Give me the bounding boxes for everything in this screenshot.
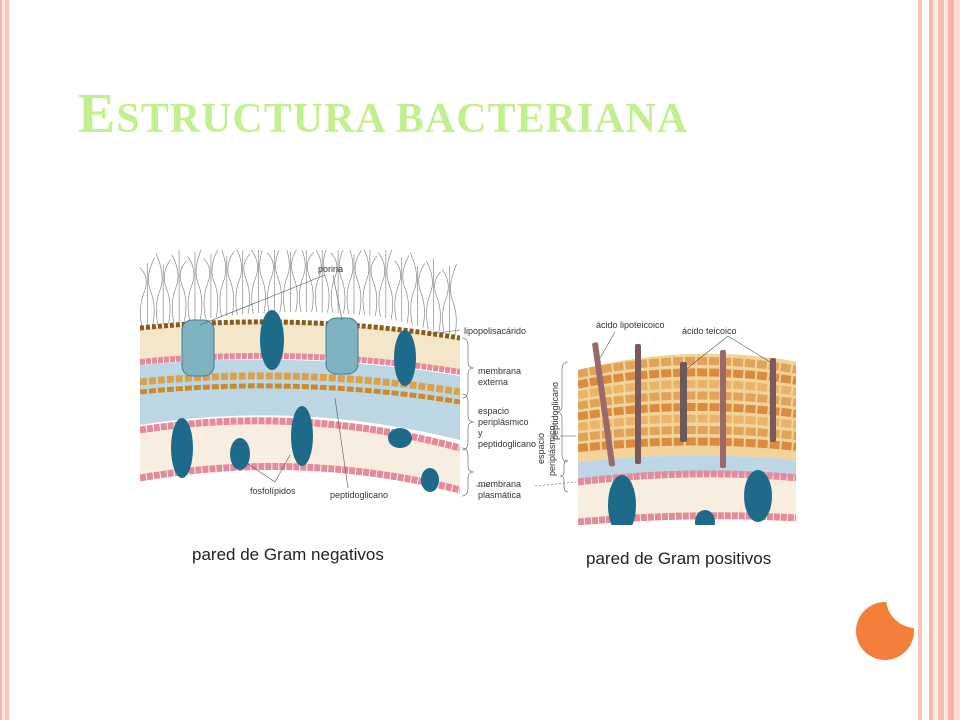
lps-chain [370,255,378,317]
membrane-protein [744,470,772,522]
cell-wall-diagram: porina lipopolisacárido membrana externa… [140,250,796,568]
lps-chain [148,257,155,327]
membrane-protein [388,428,412,448]
membrane-protein [421,468,439,492]
lps-chain [330,252,338,313]
plasma-membrane-heads-bottom [578,512,796,525]
outer-membrane-heads-bottom [140,352,460,375]
gram-negative-leaders [199,274,490,497]
gram-positive-diagram [578,342,796,525]
lps-chain [434,271,442,332]
teichoic-acid [680,362,687,442]
lps-chain [211,250,219,318]
lps-chain [227,251,235,316]
label-espacio-vertical-1: espacio [536,433,546,464]
lps-chain [259,250,266,314]
label-membrana-externa-1: membrana [478,366,521,376]
lps-chain [450,263,458,337]
slide-title-rest: structura bacteriana [116,96,689,142]
lps-chain [402,255,410,324]
lps-chain [243,253,251,315]
lps-chain [275,250,282,313]
label-lipopolisacarido: lipopolisacárido [464,326,526,336]
lps-chain [386,250,394,320]
lps-chain [179,260,187,322]
lps-chain [314,250,322,313]
lps-chain [394,260,401,321]
lps-chain [291,250,298,313]
caption-gram-positive: pared de Gram positivos [586,549,771,568]
membrane-protein [291,406,313,466]
label-peptidoglicano: peptidoglicano [330,490,388,500]
slide-frame-left [0,0,9,720]
label-espacio-1: espacio [478,406,509,416]
lps-chain [354,250,362,315]
label-espacio-vertical-2: periplásmico [547,425,557,476]
teichoic-acid [770,358,776,442]
label-peptidoglicano-vertical: peptidoglicano [550,382,560,440]
peptidoglycan-layer-2 [140,383,460,405]
lps-chain [251,250,258,314]
label-membrana-plasmatica-1: membrana [478,479,521,489]
membrane-protein [171,418,193,478]
lps-chain [163,259,171,324]
lps-chains [140,250,458,337]
lps-chain [425,260,433,329]
lps-chain [362,250,370,316]
lps-chain [219,250,227,317]
lps-chain [441,269,449,334]
outer-membrane-heads-top [140,319,460,341]
slide-frame-right [918,0,960,720]
lps-chain [140,267,147,328]
slide-title: Estructura bacteriana [78,82,688,146]
membrane-protein [695,510,715,525]
membrane-protein [608,475,636,525]
membrane-protein [230,438,250,470]
label-espacio-3: y [478,428,483,438]
lps-chain [235,250,242,315]
porin-protein [181,319,215,377]
lps-chain [299,250,306,313]
lipoteichoic-acid [592,342,616,467]
slide-title-initial: E [78,83,117,145]
peptidoglycan-row [578,437,796,453]
gram-positive-leaders [555,331,771,493]
connector-arrows [534,435,577,487]
lps-chain [346,250,354,314]
lipoteichoic-acid [635,344,641,464]
lps-chain [195,250,203,320]
label-porina: porina [318,264,343,274]
plasma-membrane-heads-top [578,470,796,486]
lps-chain [187,256,195,321]
peptidoglycan-layer-1 [140,372,460,396]
label-acido-teicoico: ácido teicoico [682,326,737,336]
lps-chain [307,251,314,313]
lps-chain [266,252,274,313]
lps-chain [283,250,290,313]
lipoteichoic-acid [720,350,726,468]
lps-chain [203,258,211,319]
label-membrana-externa-2: externa [478,377,508,387]
lps-chain [378,252,386,317]
lps-chain [409,252,417,325]
gram-negative-diagram [140,250,460,494]
lps-chain [418,263,426,328]
porin-protein [325,317,359,375]
label-espacio-4: peptidoglicano [478,439,536,449]
caption-gram-negative: pared de Gram negativos [192,545,384,564]
lps-chain [171,254,179,323]
membrane-protein [260,310,284,370]
label-acido-lipoteicoico: ácido lipoteicoico [596,320,665,330]
lps-chain [322,250,330,313]
membrane-protein [394,330,416,386]
lps-chain [338,250,346,314]
label-membrana-plasmatica-2: plasmática [478,490,521,500]
label-espacio-2: periplásmico [478,417,529,427]
lps-chain [155,253,163,326]
label-fosfolipidos: fosfolípidos [250,486,296,496]
